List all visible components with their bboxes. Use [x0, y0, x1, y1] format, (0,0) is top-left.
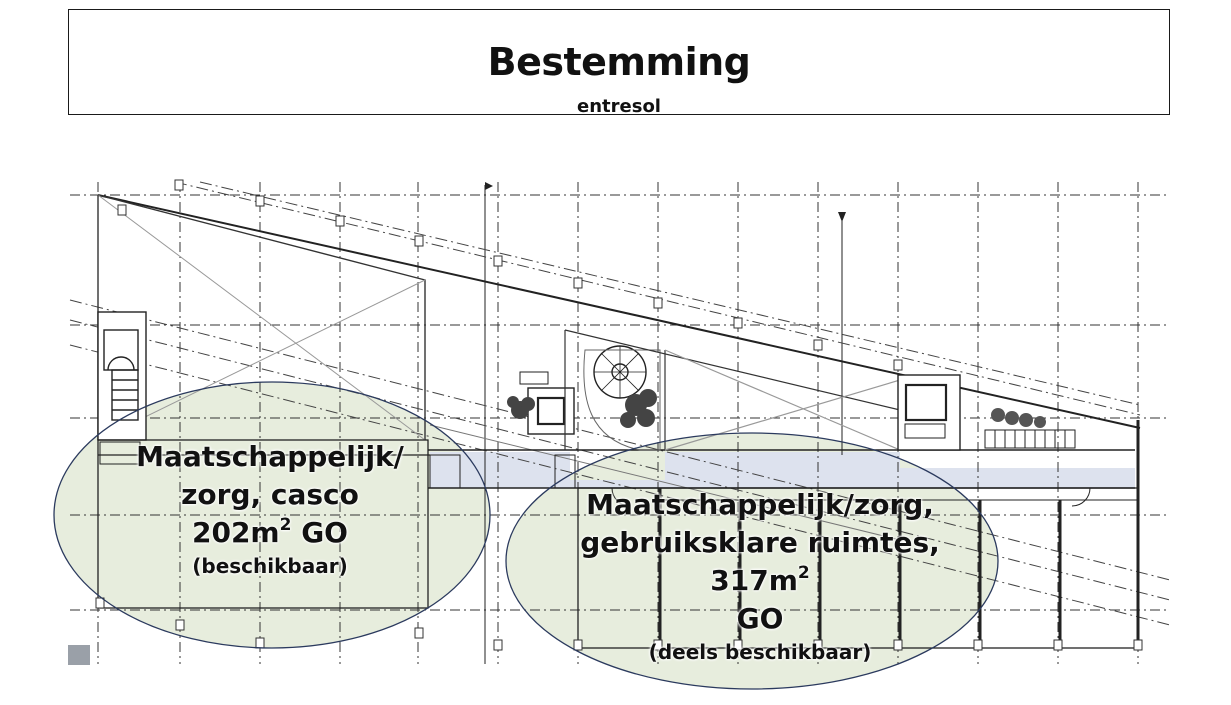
right-trees-icon — [991, 408, 1046, 428]
central-upper-volume — [564, 329, 901, 451]
right-stair — [984, 429, 1076, 449]
zone-left-area: 202m2 GO — [110, 514, 430, 552]
tree-icon — [507, 389, 657, 428]
zone-right-line-3: GO — [736, 602, 784, 635]
page-title: Bestemming — [487, 40, 751, 84]
zone-left-area-unit: GO — [291, 516, 348, 549]
section-marker-d — [838, 212, 846, 222]
left-room — [97, 439, 430, 609]
title-box: Bestemming entresol — [68, 9, 1170, 117]
zone-right-outline — [505, 432, 999, 690]
zone-right-line-1: Maatschappelijk/zorg, — [586, 488, 934, 521]
zone-left-outline — [53, 381, 491, 649]
zone-left-area-value: 202m — [191, 516, 280, 549]
corridor-shade — [430, 452, 1135, 488]
zone-right-fill — [506, 433, 998, 689]
right-core — [897, 374, 961, 451]
right-rooms — [577, 420, 1140, 649]
zone-label-right: Maatschappelijk/zorg, gebruiksklare ruim… — [560, 486, 960, 666]
column-markers — [95, 179, 1143, 651]
left-upper-volume — [97, 194, 426, 441]
corner-block — [68, 645, 90, 665]
zone-left-note: (beschikbaar) — [192, 554, 348, 578]
zone-right-note: (deels beschikbaar) — [648, 640, 872, 664]
section-marker — [485, 182, 493, 190]
zone-right-line-2-sup: 2 — [797, 563, 810, 583]
central-core — [519, 345, 661, 451]
zone-left-area-sup: 2 — [279, 515, 292, 535]
zone-right-line-2-text: gebruiksklare ruimtes, 317m — [580, 526, 940, 597]
zone-left-line-2: zorg, casco — [181, 478, 359, 511]
zone-label-left: Maatschappelijk/ zorg, casco 202m2 GO (b… — [110, 438, 430, 580]
zone-left-line-1: Maatschappelijk/ — [136, 440, 404, 473]
zone-right-line-2: gebruiksklare ruimtes, 317m2 — [560, 524, 960, 600]
left-stair-core — [97, 311, 147, 441]
page-subtitle: entresol — [577, 96, 661, 117]
